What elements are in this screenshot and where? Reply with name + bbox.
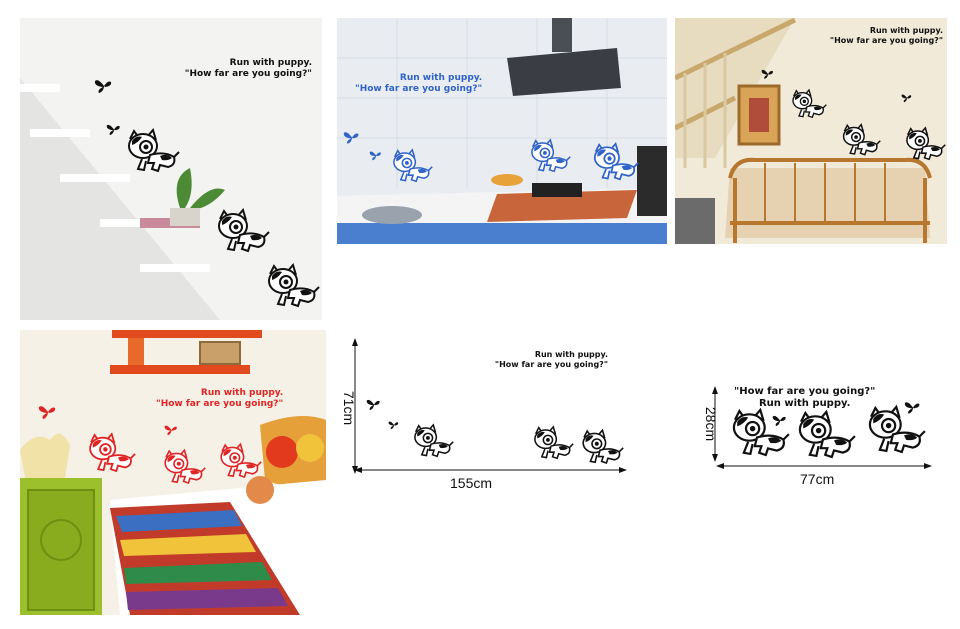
layout-b-width-label: 77cm (800, 471, 835, 487)
puppy-icon (787, 88, 827, 120)
butterfly-icon (106, 123, 122, 136)
butterfly-icon (369, 150, 383, 161)
butterfly-icon (38, 404, 58, 420)
butterfly-icon (366, 398, 382, 411)
layout-a-width-label: 155cm (450, 475, 493, 491)
caption-line-2: "How far are you going?" (829, 36, 943, 45)
caption-line-1: Run with puppy. (399, 73, 483, 83)
butterfly-icon (772, 414, 788, 427)
layout-a-dimension-lines (352, 338, 627, 474)
layout-a-diagram: 71cm 155cm Run with puppy. "How far are … (338, 330, 638, 500)
butterfly-icon (761, 68, 775, 80)
layout-b-diagram: 28cm 77cm "How far are you going?" Run w… (690, 380, 940, 500)
photo-bedroom: Run with puppy. "How far are you going?" (20, 330, 326, 615)
caption-line-2: "How far are you going?" (184, 69, 312, 79)
caption-line-1: Run with puppy. (534, 350, 608, 359)
caption-line-2: Run with puppy. (758, 398, 851, 409)
staircase-scene (20, 18, 322, 320)
butterfly-icon (164, 424, 179, 436)
caption-line-2: "How far are you going?" (156, 399, 284, 409)
layout-b-caption: "How far are you going?" Run with puppy. (734, 386, 875, 410)
kitchen-scene (337, 18, 667, 244)
puppy-icon (576, 428, 624, 466)
caption-line-2: "How far are you going?" (494, 360, 608, 369)
puppy-icon (387, 148, 433, 184)
photo-kitchen: Run with puppy. "How far are you going?" (337, 18, 667, 244)
puppy-icon (158, 448, 206, 486)
butterfly-icon (388, 420, 400, 430)
layout-a-height-label: 71cm (341, 390, 358, 426)
layout-a-caption: Run with puppy. "How far are you going?" (495, 350, 608, 370)
puppy-icon (408, 422, 454, 460)
butterfly-icon (901, 93, 913, 103)
caption-black: Run with puppy. "How far are you going?" (830, 26, 943, 46)
puppy-icon (900, 126, 946, 162)
puppy-icon (82, 432, 136, 474)
puppy-icon (587, 142, 639, 182)
photo-hallway: Run with puppy. "How far are you going?" (675, 18, 947, 244)
puppy-icon (837, 123, 881, 157)
layout-b-height-label: 28cm (703, 406, 720, 442)
puppy-icon (210, 208, 270, 254)
puppy-icon (120, 128, 180, 174)
caption-line-1: Run with puppy. (869, 26, 943, 35)
caption-line-1: Run with puppy. (229, 58, 312, 68)
puppy-icon (214, 442, 262, 480)
puppy-icon (525, 138, 571, 174)
caption-black: Run with puppy. "How far are you going?" (185, 58, 312, 80)
bedroom-scene (20, 330, 326, 615)
puppy-icon (790, 410, 856, 460)
puppy-icon (528, 424, 574, 462)
caption-red: Run with puppy. "How far are you going?" (156, 388, 283, 410)
caption-line-2: "How far are you going?" (355, 84, 483, 94)
caption-blue: Run with puppy. "How far are you going?" (355, 73, 482, 95)
butterfly-icon (904, 400, 922, 415)
photo-staircase: Run with puppy. "How far are you going?" (20, 18, 322, 320)
layout-b-dimension-lines (712, 386, 932, 469)
caption-line-1: "How far are you going?" (734, 386, 876, 397)
butterfly-icon (94, 78, 114, 94)
hallway-scene (675, 18, 947, 244)
caption-line-1: Run with puppy. (200, 388, 284, 398)
puppy-icon (260, 263, 320, 309)
butterfly-icon (343, 130, 361, 145)
